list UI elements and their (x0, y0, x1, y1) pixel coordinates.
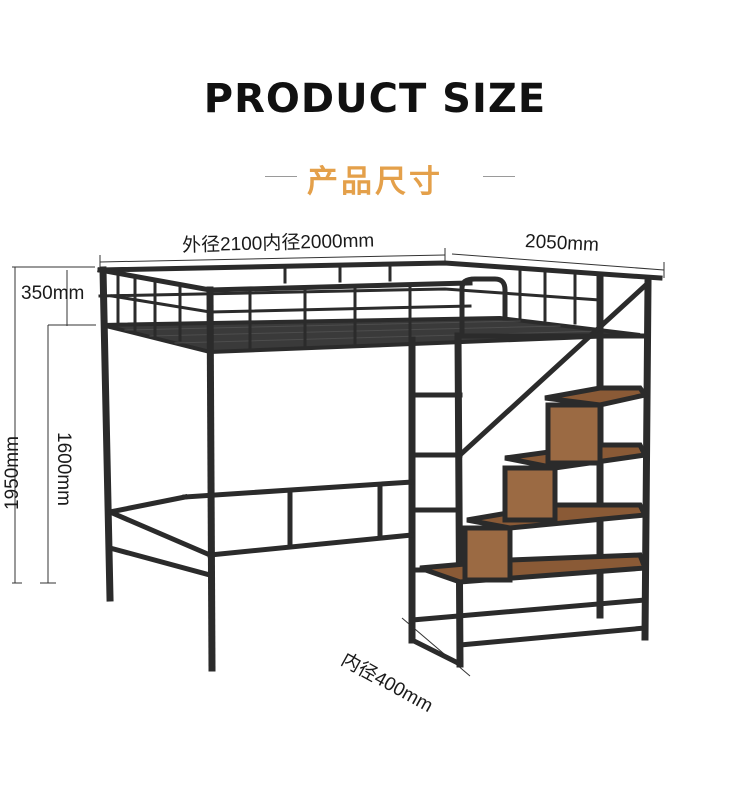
total-height-label: 1950mm (2, 436, 23, 510)
subtitle-rule-right (483, 176, 515, 177)
shelf-cubby-1 (462, 525, 513, 583)
post-rear-left (99, 266, 114, 602)
page-subtitle: 产品尺寸 (307, 164, 443, 200)
shelf-cubby-3 (545, 402, 603, 466)
page-title: PRODUCT SIZE (203, 76, 547, 122)
shelf-step-4 (544, 385, 650, 408)
post-front-right (641, 279, 652, 641)
post-stair-mid (454, 332, 464, 668)
shelf-step-1 (419, 552, 649, 585)
bed-frame (97, 260, 663, 672)
width-dimension-line (99, 254, 446, 263)
rail-height-label: 350mm (21, 283, 85, 304)
shelf-cubby-2 (502, 465, 558, 523)
depth-dimension-line (451, 253, 665, 271)
subtitle-block: 产品尺寸 (0, 152, 750, 200)
subtitle-rule-left (265, 176, 297, 177)
under-height-label: 1600mm (53, 432, 74, 506)
post-front-left (206, 286, 216, 672)
width-dimension-label: 外径2100内径2000mm (181, 230, 375, 257)
stair-shelves (419, 385, 650, 585)
depth-dimension-label: 2050mm (524, 231, 600, 256)
dimension-lines (12, 248, 665, 677)
